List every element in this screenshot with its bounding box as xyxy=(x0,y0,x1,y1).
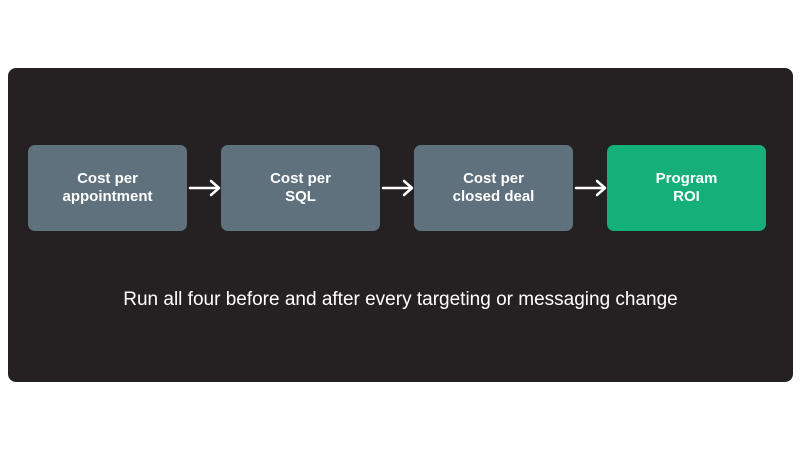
node-cost-per-appointment: Cost per appointment xyxy=(28,145,187,231)
node-label: Cost per closed deal xyxy=(452,170,535,205)
diagram-panel: Cost per appointment Cost per SQL Cost p… xyxy=(8,68,793,382)
diagram-caption: Run all four before and after every targ… xyxy=(123,289,678,310)
node-cost-per-closed-deal: Cost per closed deal xyxy=(414,145,573,231)
arrow-right-icon xyxy=(574,179,607,197)
arrow-right-icon xyxy=(381,179,414,197)
node-label: Program ROI xyxy=(655,170,718,205)
node-label: Cost per appointment xyxy=(62,170,153,205)
node-label: Cost per SQL xyxy=(270,170,331,205)
node-program-roi: Program ROI xyxy=(607,145,766,231)
flow-diagram: Cost per appointment Cost per SQL Cost p… xyxy=(8,68,793,382)
arrow-right-icon xyxy=(188,179,221,197)
node-cost-per-sql: Cost per SQL xyxy=(221,145,380,231)
